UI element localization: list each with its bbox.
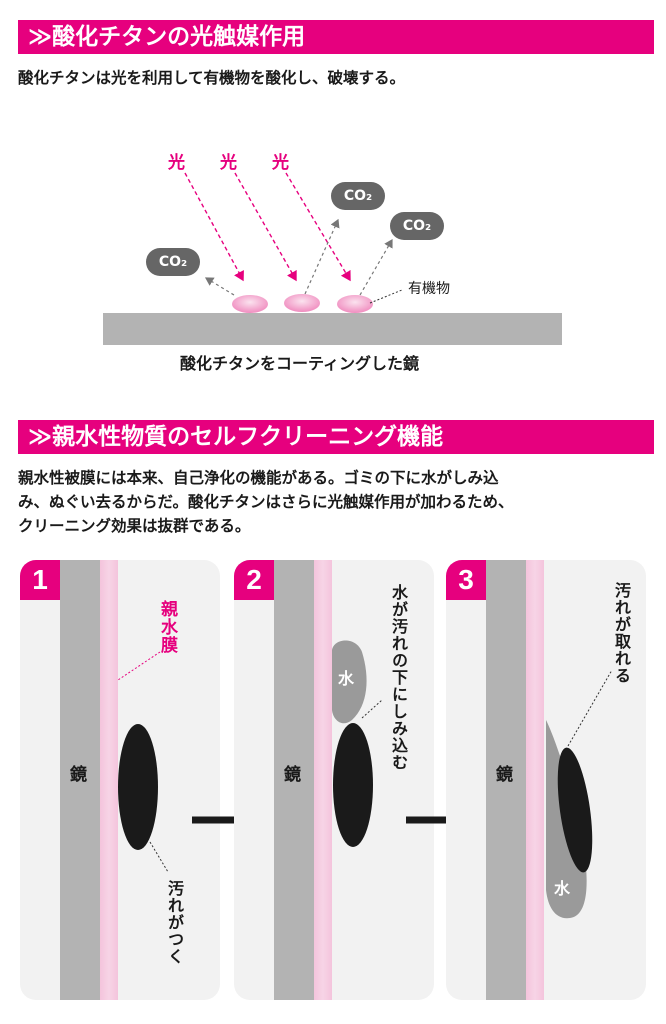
dirt-leader [149, 841, 169, 873]
step-panel-2: 2 鏡 水 水が汚れの下にしみ込む [234, 560, 434, 1000]
dirt [118, 724, 158, 850]
step-note: 水が汚れの下にしみ込む [389, 584, 408, 771]
co2-badge-2: CO₂ [331, 182, 385, 210]
organic-blob-1 [232, 295, 268, 313]
organic-leader [369, 289, 403, 304]
coated-mirror [103, 313, 562, 345]
section2-description-line3: クリーニング効果は抜群である。 [18, 517, 251, 535]
light-label-1: 光 [168, 153, 185, 173]
dirt [557, 747, 593, 873]
panel1-drawing [117, 651, 169, 873]
mirror-caption: 酸化チタンをコーティングした鏡 [180, 354, 420, 373]
light-ray-1 [184, 172, 244, 282]
water [332, 640, 367, 724]
section2-description-line2: み、ぬぐい去るからだ。酸化チタンはさらに光触媒作用が加わるため、 [18, 493, 514, 511]
step-number: 1 [20, 560, 60, 600]
step-note: 汚れがつく [165, 880, 184, 965]
step-panel-3: 3 鏡 水 汚れが取れる [446, 560, 646, 1000]
light-ray-2 [234, 172, 297, 282]
note-leader [567, 669, 613, 747]
dirt [333, 723, 373, 847]
note-leader [361, 699, 383, 719]
section1-title: ≫酸化チタンの光触媒作用 [28, 24, 306, 50]
organic-blob-2 [284, 294, 320, 312]
water-label: 水 [338, 669, 355, 688]
section2-description-line1: 親水性被膜には本来、自己浄化の機能がある。ゴミの下に水がしみ込 [18, 469, 499, 487]
mirror-label: 鏡 [496, 765, 513, 785]
light-label-2: 光 [220, 153, 237, 173]
co2-badge-1: CO₂ [146, 248, 200, 276]
hydrophilic-film [314, 560, 332, 1000]
step-panel-1: 1 鏡 親水膜 汚れがつく [20, 560, 220, 1000]
co2-arrow-3 [359, 238, 393, 296]
section2-header-bar [18, 420, 654, 454]
step-number: 3 [446, 560, 486, 600]
photocatalysis-diagram [103, 172, 562, 345]
film-leader [117, 651, 161, 681]
mirror [60, 560, 100, 1000]
step-number: 2 [234, 560, 274, 600]
hydrophilic-film [100, 560, 118, 1000]
mirror [274, 560, 314, 1000]
panel2-drawing [332, 640, 383, 847]
step-note: 汚れが取れる [612, 582, 631, 684]
mirror-label: 鏡 [70, 765, 87, 785]
section1-description: 酸化チタンは光を利用して有機物を酸化し、破壊する。 [18, 69, 406, 87]
co2-badge-3: CO₂ [390, 212, 444, 240]
co2-arrow-2 [304, 218, 340, 295]
panel3-drawing [546, 669, 613, 919]
organic-blob-3 [337, 295, 373, 313]
section1-header-bar [18, 20, 654, 54]
co2-arrow-1 [204, 277, 235, 296]
water-label: 水 [554, 879, 571, 898]
light-label-3: 光 [272, 153, 289, 173]
mirror-label: 鏡 [284, 765, 301, 785]
mirror [486, 560, 526, 1000]
section2-title: ≫親水性物質のセルフクリーニング機能 [28, 424, 444, 450]
hydrophilic-film [526, 560, 544, 1000]
film-label: 親水膜 [157, 600, 177, 654]
organic-label: 有機物 [408, 281, 450, 297]
